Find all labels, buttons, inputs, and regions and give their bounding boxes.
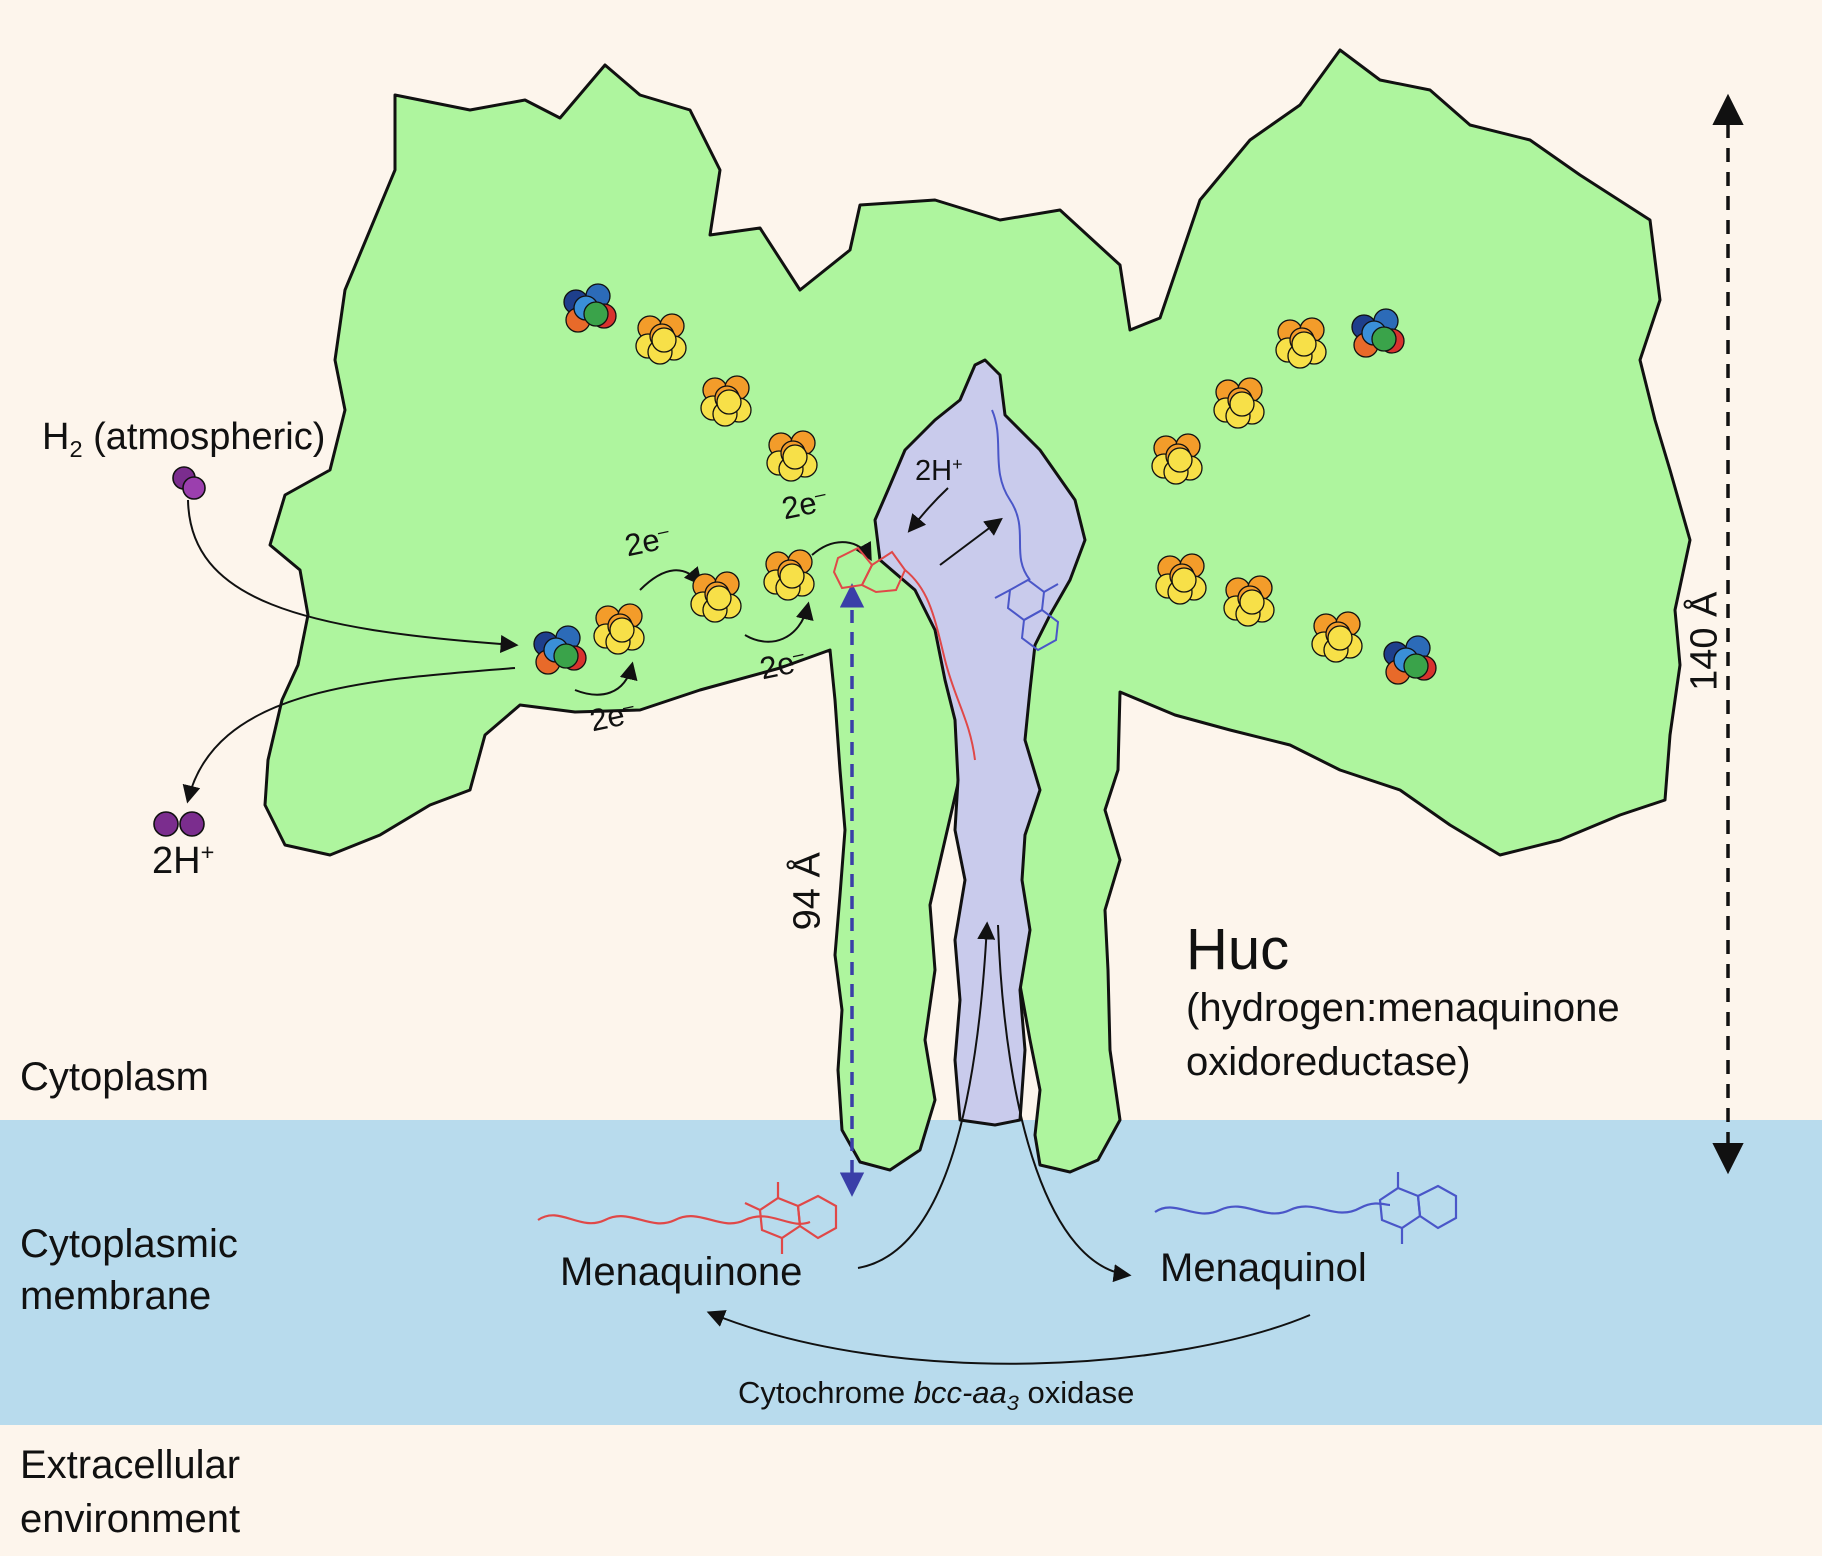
proton-product-label: 2H+ (152, 839, 215, 882)
oxidase-label: Cytochrome bcc-aa3 oxidase (738, 1375, 1135, 1415)
iron-sulfur-cluster (690, 571, 742, 623)
nife-active-site (1351, 308, 1405, 358)
iron-sulfur-cluster (700, 375, 752, 427)
iron-sulfur-cluster (635, 313, 687, 365)
iron-sulfur-cluster (1311, 611, 1363, 663)
electron-arrow-3 (744, 601, 814, 643)
proton-pair (153, 811, 205, 837)
iron-sulfur-cluster (763, 549, 815, 601)
cluster-atom (1291, 331, 1317, 357)
cluster-atom (609, 617, 635, 643)
proton-site-arrow (907, 487, 949, 533)
menaquinol-release-arrow (997, 924, 1132, 1283)
cluster-atom (1171, 567, 1197, 593)
extracellular-label-line2: environment (20, 1497, 241, 1541)
h2-label: H2 (atmospheric) (42, 416, 326, 463)
membrane-label-line2: membrane (20, 1274, 212, 1318)
proton-site-label: 2H+ (915, 454, 963, 487)
menaquinone-label: Menaquinone (560, 1250, 803, 1294)
iron-sulfur-cluster (1275, 317, 1327, 369)
channel-dimension-label: 94 Å (786, 852, 829, 931)
electron-arrow-4 (811, 541, 872, 562)
central-channel (873, 358, 1087, 1127)
enzyme-full-name-line1: (hydrogen:menaquinone (1186, 986, 1620, 1030)
bound-menaquinol (991, 409, 1060, 652)
height-dimension-label: 140 Å (1683, 591, 1726, 691)
iron-sulfur-cluster (1213, 377, 1265, 429)
cluster-atom (779, 563, 805, 589)
cluster-atom (1371, 326, 1397, 352)
iron-sulfur-cluster (1223, 575, 1275, 627)
iron-sulfur-cluster (1155, 553, 1207, 605)
nife-active-site (533, 625, 587, 675)
cluster-atom (651, 327, 677, 353)
menaquinol-molecule (1154, 1172, 1458, 1244)
cluster-atom (553, 643, 579, 669)
cluster-atom (716, 389, 742, 415)
h2-entry-arrow (187, 499, 519, 653)
menaquinone-molecule (537, 1182, 838, 1254)
cluster-atom (782, 444, 808, 470)
membrane-label-line1: Cytoplasmic (20, 1222, 238, 1266)
cluster-atom (1327, 625, 1353, 651)
metal-cluster-group (533, 283, 1437, 685)
extracellular-region (0, 1425, 1822, 1556)
menaquinone-uptake-arrow (857, 921, 996, 1269)
quinol-release-arrow (939, 517, 1003, 566)
cluster-atom (1229, 391, 1255, 417)
electron-arrow-1 (574, 661, 638, 696)
menaquinol-label: Menaquinol (1160, 1246, 1367, 1290)
cytoplasm-label: Cytoplasm (20, 1055, 209, 1099)
cluster-atom (1239, 589, 1265, 615)
extracellular-label-line1: Extracellular (20, 1443, 241, 1487)
enzyme-full-name-line2: oxidoreductase) (1186, 1040, 1471, 1084)
enzyme-name: Huc (1186, 917, 1290, 982)
h2-molecule (172, 466, 206, 500)
proton-release-arrow (182, 667, 516, 804)
nife-active-site (563, 283, 617, 333)
membrane-region (0, 1120, 1822, 1425)
oxidase-cycle-arrow (706, 1310, 1311, 1365)
cluster-atom (1403, 653, 1429, 679)
cluster-atom (583, 301, 609, 327)
iron-sulfur-cluster (593, 603, 645, 655)
bound-menaquinone (832, 546, 976, 761)
iron-sulfur-cluster (1151, 433, 1203, 485)
nife-active-site (1383, 635, 1437, 685)
iron-sulfur-cluster (766, 430, 818, 482)
cluster-atom (706, 585, 732, 611)
cluster-atom (1167, 447, 1193, 473)
